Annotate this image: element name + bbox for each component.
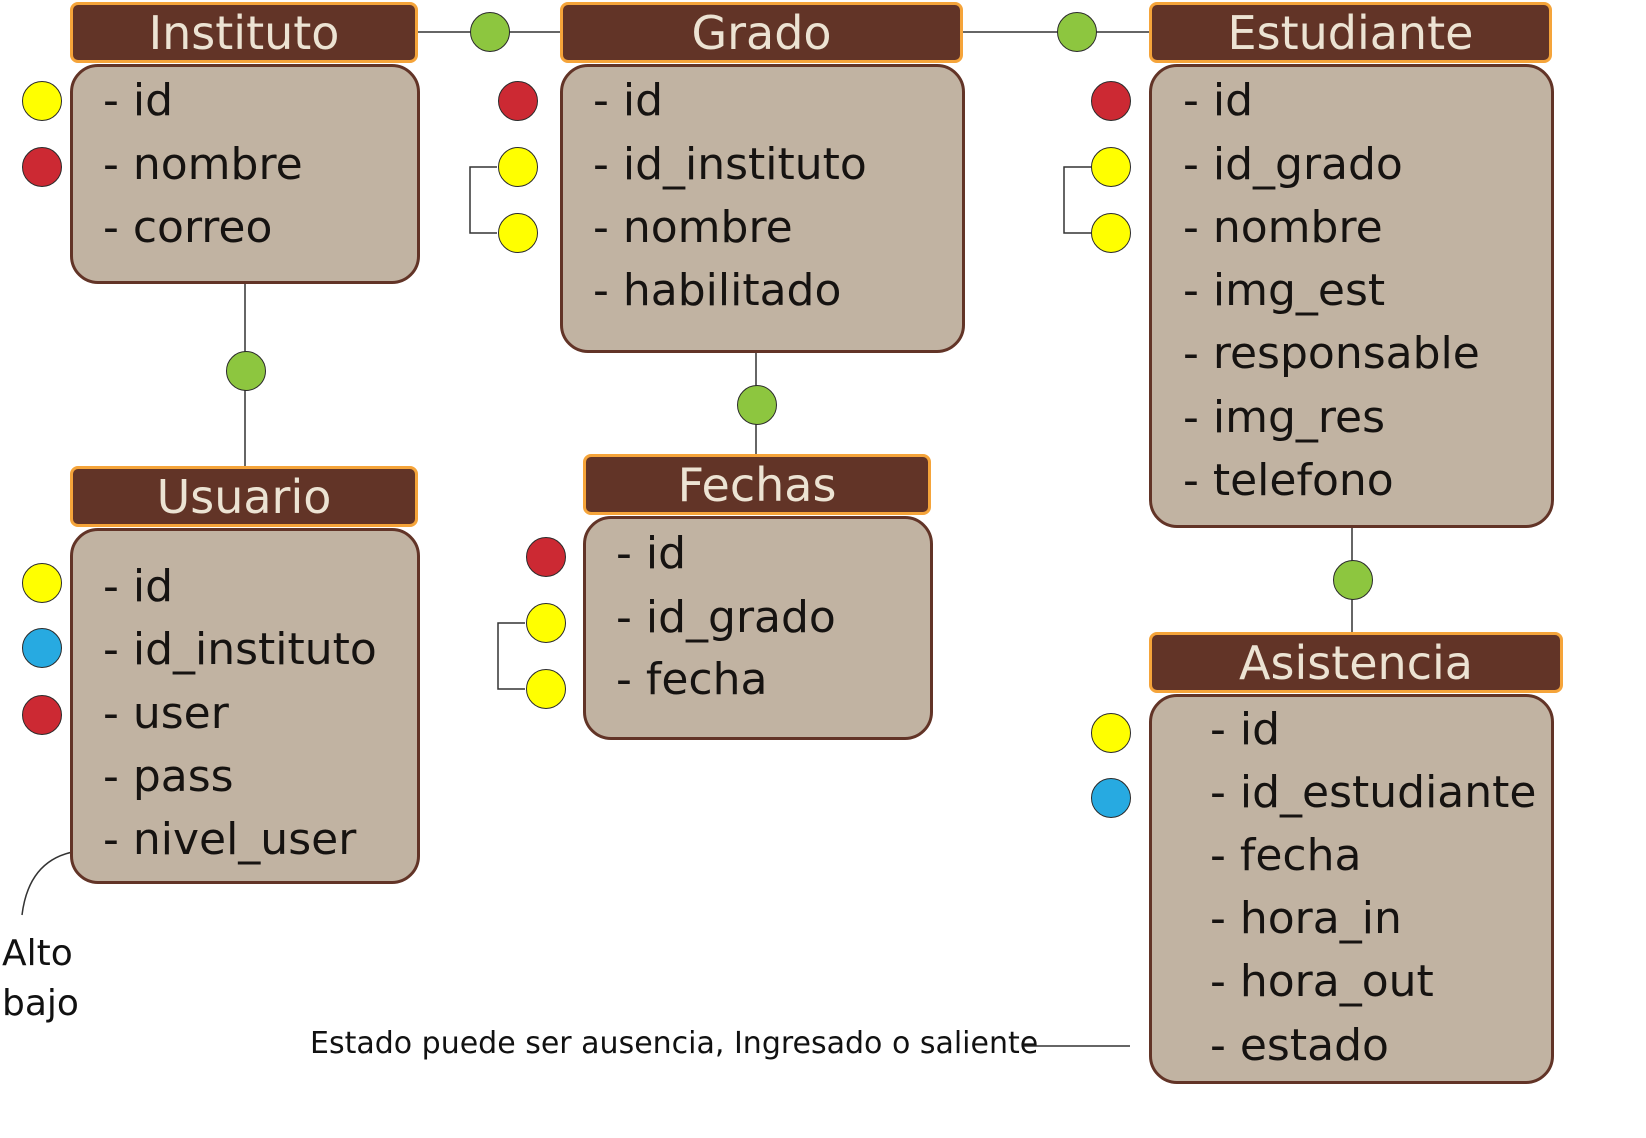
field-nombre: - nombre — [593, 202, 793, 253]
field-id: - id — [1183, 75, 1254, 126]
estado-note: Estado puede ser ausencia, Ingresado o s… — [310, 1026, 1039, 1061]
relationship-connector-estudiante-asistencia — [1333, 560, 1373, 600]
field-id-instituto: - id_instituto — [593, 139, 867, 190]
field-estado: - estado — [1210, 1020, 1389, 1071]
field-hora-out: - hora_out — [1210, 956, 1434, 1007]
key-marker-yellow — [526, 603, 566, 643]
entity-fields-box — [560, 64, 965, 353]
entity-title: Estudiante — [1149, 2, 1552, 63]
field-id: - id — [616, 528, 687, 579]
key-marker-yellow — [22, 81, 62, 121]
nivel-user-option-bajo: bajo — [2, 983, 79, 1024]
key-marker-red — [22, 695, 62, 735]
field-id-estudiante: - id_estudiante — [1210, 767, 1537, 818]
key-marker-red — [1091, 81, 1131, 121]
entity-estudiante: Estudiante - id - id_grado - nombre - im… — [1149, 2, 1554, 528]
key-marker-red — [526, 537, 566, 577]
field-id-grado: - id_grado — [1183, 139, 1403, 190]
key-marker-yellow — [526, 669, 566, 709]
field-id: - id — [593, 75, 664, 126]
key-marker-yellow — [22, 563, 62, 603]
entity-usuario: Usuario - id - id_instituto - user - pas… — [70, 466, 420, 884]
entity-title: Instituto — [70, 2, 418, 63]
relationship-connector-instituto-grado — [470, 12, 510, 52]
field-id: - id — [1210, 704, 1281, 755]
entity-instituto: Instituto - id - nombre - correo — [70, 2, 420, 284]
field-img-est: - img_est — [1183, 265, 1386, 316]
entity-title: Usuario — [70, 466, 418, 527]
relationship-connector-instituto-usuario — [226, 351, 266, 391]
key-marker-yellow — [498, 147, 538, 187]
key-marker-red — [498, 81, 538, 121]
key-marker-yellow — [1091, 713, 1131, 753]
field-id: - id — [103, 75, 174, 126]
field-fecha: - fecha — [616, 654, 768, 705]
field-nivel-user: - nivel_user — [103, 814, 357, 865]
key-marker-yellow — [498, 213, 538, 253]
field-nombre: - nombre — [103, 139, 303, 190]
nivel-user-option-alto: Alto — [2, 933, 73, 974]
field-id-instituto: - id_instituto — [103, 624, 377, 675]
entity-fields-box — [1149, 64, 1554, 528]
field-nombre: - nombre — [1183, 202, 1383, 253]
entity-fields-box — [1149, 694, 1554, 1084]
entity-fields-box — [583, 516, 933, 740]
entity-fechas: Fechas - id - id_grado - fecha — [583, 454, 933, 740]
field-pass: - pass — [103, 751, 234, 802]
field-habilitado: - habilitado — [593, 265, 842, 316]
key-marker-red — [22, 147, 62, 187]
entity-title: Fechas — [583, 454, 931, 515]
entity-title: Asistencia — [1149, 632, 1563, 693]
relationship-connector-grado-estudiante — [1057, 12, 1097, 52]
field-telefono: - telefono — [1183, 455, 1394, 506]
field-responsable: - responsable — [1183, 328, 1480, 379]
field-correo: - correo — [103, 202, 273, 253]
entity-grado: Grado - id - id_instituto - nombre - hab… — [560, 2, 965, 353]
field-user: - user — [103, 688, 229, 739]
entity-fields-box — [70, 64, 420, 284]
field-hora-in: - hora_in — [1210, 893, 1402, 944]
relationship-connector-grado-fechas — [737, 385, 777, 425]
field-id: - id — [103, 561, 174, 612]
key-marker-yellow — [1091, 213, 1131, 253]
field-img-res: - img_res — [1183, 392, 1385, 443]
entity-title: Grado — [560, 2, 963, 63]
key-marker-yellow — [1091, 147, 1131, 187]
key-marker-blue — [1091, 778, 1131, 818]
key-marker-blue — [22, 628, 62, 668]
entity-fields-box — [70, 528, 420, 884]
field-fecha: - fecha — [1210, 830, 1362, 881]
field-id-grado: - id_grado — [616, 592, 836, 643]
entity-asistencia: Asistencia - id - id_estudiante - fecha … — [1149, 632, 1565, 1084]
